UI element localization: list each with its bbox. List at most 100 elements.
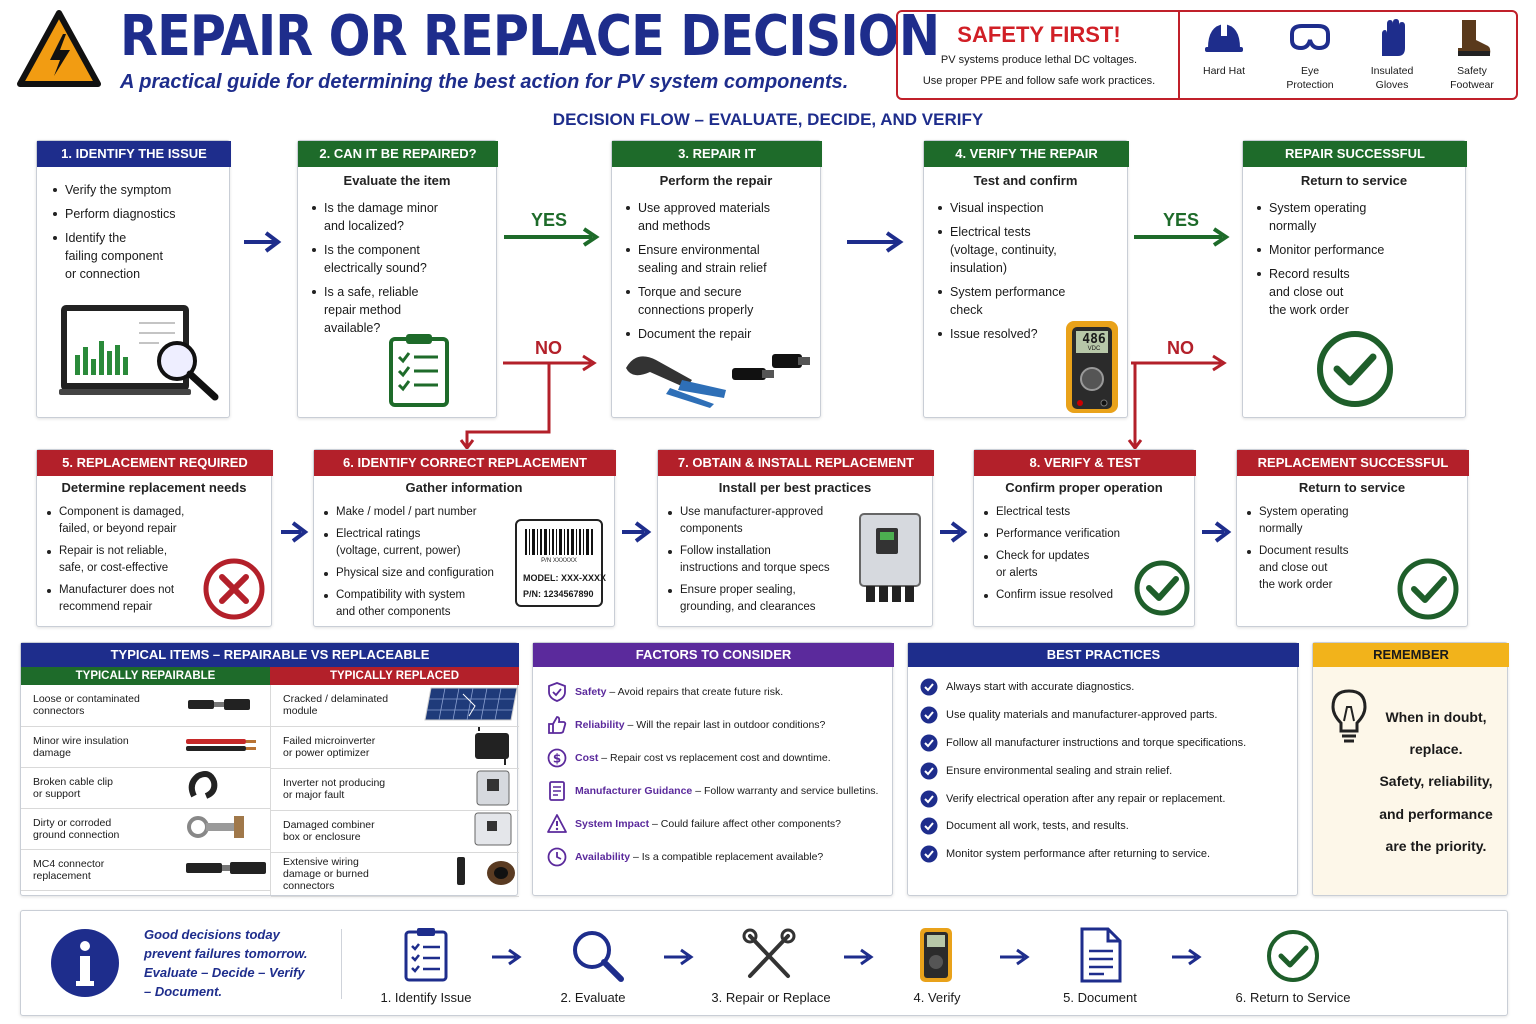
arrow-right-icon: [1000, 948, 1030, 966]
ppe-hard-hat: Hard Hat: [1184, 18, 1264, 78]
arrow-right-icon: [847, 231, 904, 253]
remember-line: are the priority.: [1385, 838, 1487, 854]
best-practice-item: Ensure environmental sealing and strain …: [920, 762, 1172, 780]
table-row: Minor wire insulation damage: [21, 726, 270, 768]
burned-connector-icon: [457, 856, 515, 885]
step-3-item: Use approved materials and methods: [624, 199, 819, 235]
checkmark-circle-icon: [1397, 558, 1459, 620]
table-row: Inverter not producing or major fault: [271, 768, 519, 811]
step-2-item: Is the component electrically sound?: [310, 241, 495, 277]
column-divider: [270, 685, 271, 895]
step-3-title: 3. REPAIR IT: [612, 141, 822, 167]
step-4-item: Issue resolved?: [936, 325, 1126, 343]
checkmark-circle-icon: [1267, 930, 1319, 982]
check-circle-icon: [920, 817, 938, 835]
step-4-item: Visual inspection: [936, 199, 1126, 217]
arrow-right-icon: [844, 948, 874, 966]
warning-icon: [547, 814, 567, 834]
table-row: Failed microinverter or power optimizer: [271, 726, 519, 769]
check-circle-icon: [920, 678, 938, 696]
check-circle-icon: [920, 790, 938, 808]
page-subtitle: A practical guide for determining the be…: [120, 71, 849, 93]
factor-cost: $Cost – Repair cost vs replacement cost …: [547, 748, 831, 768]
step-7-subtitle: Install per best practices: [718, 480, 872, 495]
document-icon: [549, 781, 565, 802]
part-label-tag: P/N XXXXXX MODEL: XXX-XXXX P/N: 12345678…: [515, 519, 606, 607]
tools-icon: [742, 928, 796, 978]
clipboard-checklist-icon: [389, 334, 449, 407]
table-row: Broken cable clip or support: [21, 767, 270, 809]
factor-safety: Safety – Avoid repairs that create futur…: [547, 682, 783, 703]
step-6-subtitle: Gather information: [405, 480, 523, 495]
remember-line: Safety, reliability,: [1379, 773, 1493, 789]
ppe-safety-footwear: Safety Footwear: [1432, 18, 1512, 92]
step-8-title: 8. VERIFY & TEST: [974, 450, 1196, 476]
factor-reliability: Reliability – Will the repair last in ou…: [547, 715, 825, 735]
multimeter-icon: [1066, 321, 1118, 413]
table-row: Loose or contaminated connectors: [21, 685, 270, 727]
best-practice-item: Verify electrical operation after any re…: [920, 790, 1225, 808]
inverter-icon: [859, 513, 921, 602]
step-5-item: Manufacturer does not recommend repair: [45, 582, 205, 616]
safety-panel: SAFETY FIRST! PV systems produce lethal …: [896, 10, 1518, 100]
best-practice-item: Document all work, tests, and results.: [920, 817, 1129, 835]
document-icon: [1080, 927, 1122, 983]
arrow-right-icon: [664, 948, 694, 966]
barcode-icon: [525, 529, 593, 555]
crimper-and-connector-icon: [626, 354, 810, 408]
arrow-right-icon: [281, 521, 309, 543]
footer-step-5: 5. Document: [1063, 990, 1137, 1005]
best-practice-item: Always start with accurate diagnostics.: [920, 678, 1134, 696]
ppe-insulated-gloves: Insulated Gloves: [1352, 18, 1432, 92]
dollar-icon: $: [547, 748, 567, 768]
table-row: MC4 connector replacement: [21, 849, 270, 891]
repairable-list: Loose or contaminated connectors Minor w…: [21, 685, 270, 891]
table-row: Extensive wiring damage or burned connec…: [271, 852, 519, 897]
checkmark-circle-icon: [1317, 331, 1393, 407]
replaced-header: TYPICALLY REPLACED: [270, 667, 519, 685]
footer-step-2: 2. Evaluate: [560, 990, 626, 1005]
step-1-item: Perform diagnostics: [51, 205, 226, 223]
remember-title: REMEMBER: [1313, 643, 1509, 667]
tag-small-text: P/N XXXXXX: [541, 558, 577, 564]
clipboard-icon: [404, 928, 448, 982]
tag-part-number: P/N: 1234567890: [523, 589, 594, 599]
step-3-item: Document the repair: [624, 325, 819, 343]
arrow-right-icon: [244, 231, 282, 253]
yes-arrow-icon: [1134, 227, 1230, 247]
diagnostics-laptop-icon: [59, 305, 219, 401]
best-practice-item: Follow all manufacturer instructions and…: [920, 734, 1246, 752]
footer-step-6: 6. Return to Service: [1235, 990, 1351, 1005]
safety-line-1: PV systems produce lethal DC voltages.: [940, 54, 1138, 66]
yes-label: YES: [1163, 210, 1200, 230]
thumbs-up-icon: [548, 716, 567, 735]
table-row: Cracked / delaminated module: [271, 685, 519, 727]
repair-successful-subtitle: Return to service: [1300, 173, 1408, 188]
factor-availability: Availability – Is a compatible replaceme…: [547, 847, 823, 867]
step-5-title: 5. REPLACEMENT REQUIRED: [37, 450, 273, 476]
typical-items-title: TYPICAL ITEMS – REPAIRABLE VS REPLACEABL…: [21, 643, 519, 667]
step-6-identify-replacement-card: 6. IDENTIFY CORRECT REPLACEMENT Gather i…: [313, 449, 616, 627]
arrow-right-icon: [492, 948, 522, 966]
step-8-item: Electrical tests: [982, 504, 1162, 521]
step-4-subtitle: Test and confirm: [973, 173, 1078, 188]
step-5-item: Component is damaged, failed, or beyond …: [45, 504, 205, 538]
remember-line: replace.: [1409, 741, 1463, 757]
page-title: REPAIR OR REPLACE DECISION: [120, 4, 940, 69]
arrow-right-icon: [622, 521, 652, 543]
step-6-item: Physical size and configuration: [322, 565, 522, 582]
step-3-item: Torque and secure connections properly: [624, 283, 819, 319]
table-row: Damaged combiner box or enclosure: [271, 810, 519, 853]
step-8-item: Check for updates or alerts: [982, 548, 1162, 582]
x-circle-icon: [203, 558, 265, 620]
safety-title: SAFETY FIRST!: [957, 22, 1121, 47]
meter-unit: VDC: [1087, 346, 1101, 352]
combiner-box-icon: [474, 812, 512, 845]
step-4-item: Electrical tests (voltage, continuity, i…: [936, 223, 1126, 277]
step-8-item: Performance verification: [982, 526, 1162, 543]
repairable-header: TYPICALLY REPAIRABLE: [21, 667, 270, 685]
step-7-item: Ensure proper sealing, grounding, and cl…: [666, 582, 856, 616]
no-label: NO: [535, 338, 562, 358]
table-row: Dirty or corroded ground connection: [21, 808, 270, 850]
step-7-item: Use manufacturer-approved components: [666, 504, 856, 538]
